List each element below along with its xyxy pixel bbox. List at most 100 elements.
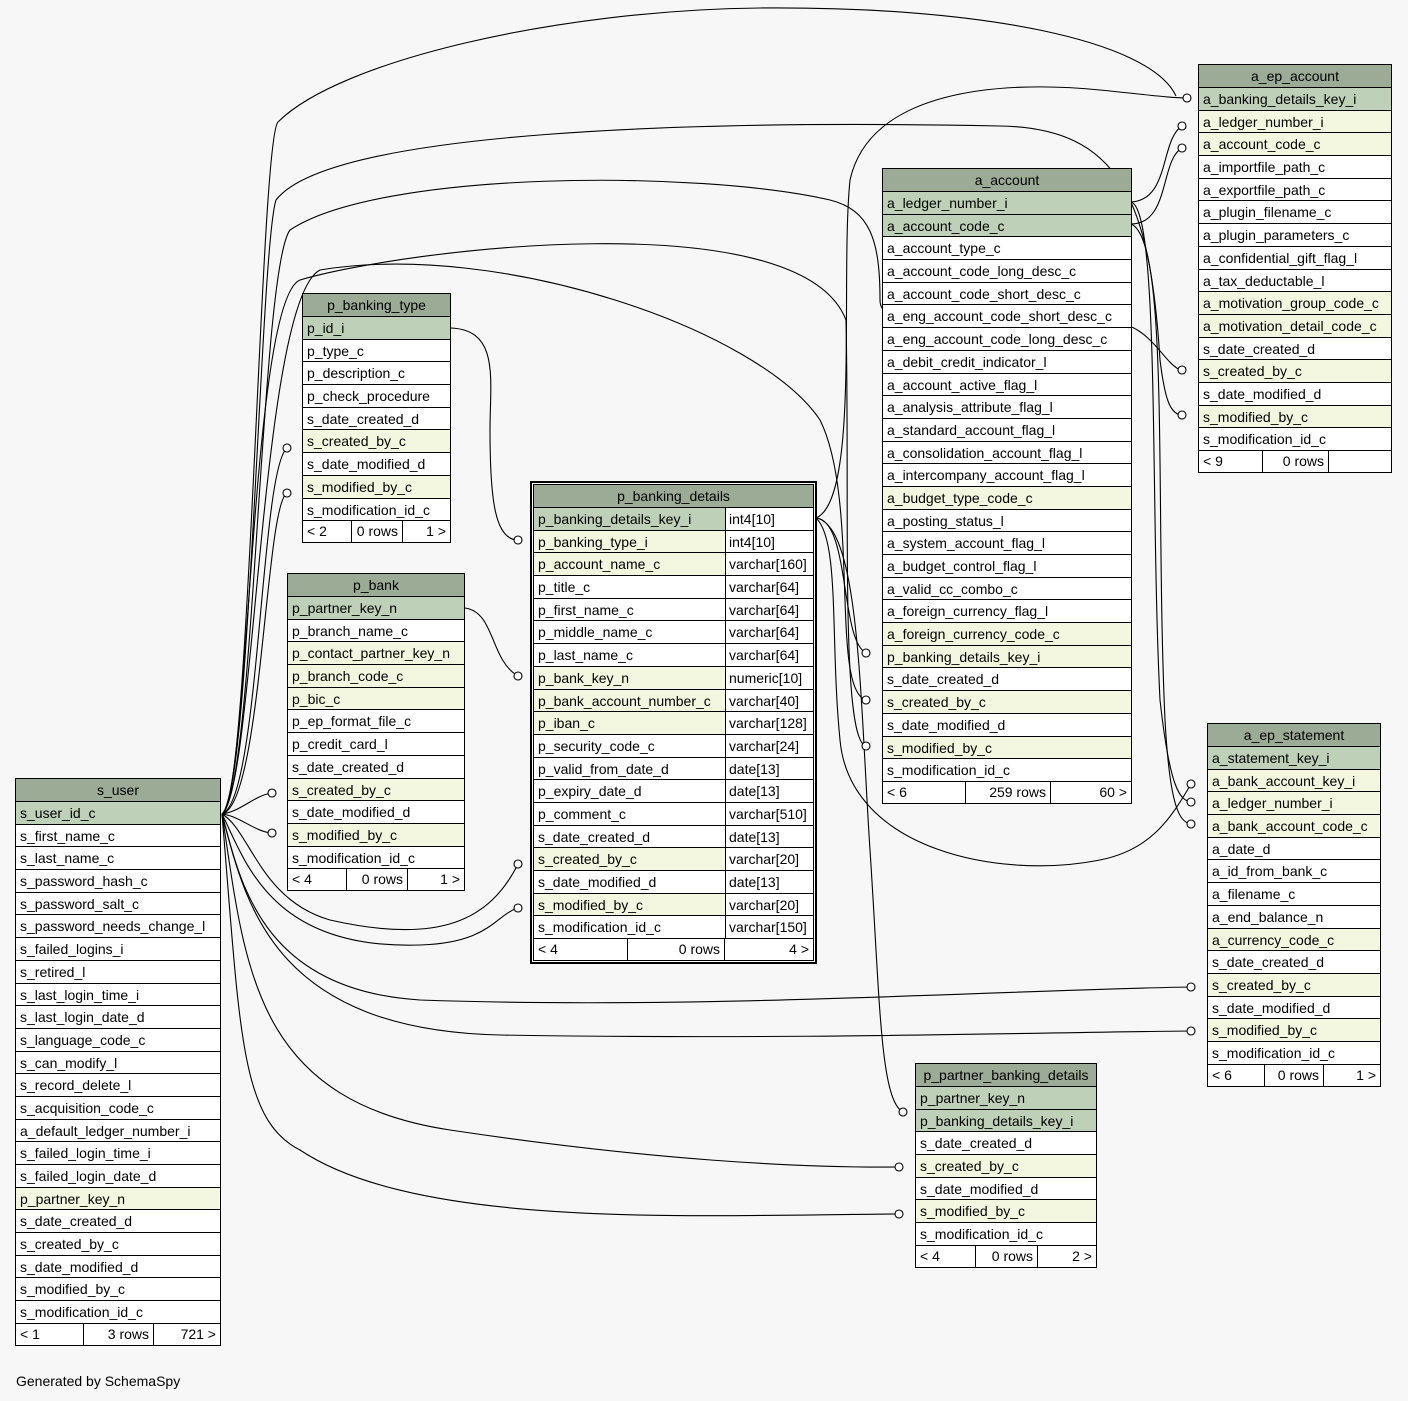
table-title[interactable]: p_banking_details xyxy=(534,485,813,508)
foreign-key-column[interactable]: s_modified_by_c xyxy=(883,736,1131,760)
foreign-key-column[interactable]: s_modified_by_c xyxy=(303,475,450,499)
children-count[interactable]: 4 > xyxy=(789,941,809,958)
foreign-key-column[interactable]: p_contact_partner_key_n xyxy=(288,642,464,666)
table-column[interactable]: s_password_hash_c xyxy=(16,870,220,893)
foreign-key-column[interactable]: a_bank_account_key_i xyxy=(1208,769,1380,793)
table-column[interactable]: s_failed_logins_i xyxy=(16,938,220,961)
foreign-key-column[interactable]: p_banking_details_key_i xyxy=(883,645,1131,669)
table-column[interactable]: a_plugin_filename_c xyxy=(1199,201,1391,225)
table-column[interactable]: a_plugin_parameters_c xyxy=(1199,224,1391,247)
primary-key-column[interactable]: a_banking_details_key_i xyxy=(1199,88,1391,111)
table-column[interactable]: s_can_modify_l xyxy=(16,1052,220,1075)
table-column[interactable]: s_date_created_d xyxy=(303,408,450,431)
table-column[interactable]: s_modified_by_c xyxy=(16,1278,220,1302)
table-column[interactable]: s_date_created_d xyxy=(916,1132,1096,1156)
foreign-key-column[interactable]: a_ledger_number_i xyxy=(1208,792,1380,816)
foreign-key-column[interactable]: a_budget_type_code_c xyxy=(883,486,1131,510)
table-column[interactable]: s_password_salt_c xyxy=(16,893,220,916)
table-column[interactable]: s_modification_id_c xyxy=(1199,428,1391,451)
table-column[interactable]: a_filename_c xyxy=(1208,883,1380,906)
parents-count[interactable]: < 9 xyxy=(1199,451,1263,472)
foreign-key-column[interactable]: p_partner_key_n xyxy=(16,1187,220,1211)
table-column[interactable]: a_intercompany_account_flag_l xyxy=(883,464,1131,487)
foreign-key-column[interactable]: a_motivation_detail_code_c xyxy=(1199,314,1391,338)
table-column[interactable]: s_modification_id_c xyxy=(288,847,464,870)
parents-count[interactable]: < 4 xyxy=(534,939,628,961)
table-column[interactable]: s_first_name_c xyxy=(16,825,220,848)
table-column[interactable]: s_modification_id_c xyxy=(303,499,450,522)
table-column[interactable]: a_posting_status_l xyxy=(883,510,1131,533)
table-column[interactable]: s_language_code_c xyxy=(16,1029,220,1052)
parents-count[interactable]: < 2 xyxy=(303,521,352,543)
table-column[interactable]: a_eng_account_code_short_desc_c xyxy=(883,305,1131,329)
table-column[interactable]: a_id_from_bank_c xyxy=(1208,860,1380,884)
parents-count[interactable]: < 6 xyxy=(883,781,966,803)
foreign-key-column[interactable]: s_created_by_c xyxy=(288,778,464,802)
table-column[interactable]: s_last_login_date_d xyxy=(16,1006,220,1029)
foreign-key-column[interactable]: s_created_by_c xyxy=(883,691,1131,714)
table-column[interactable]: s_modification_id_c xyxy=(916,1223,1096,1246)
table-column[interactable]: s_date_created_d xyxy=(16,1210,220,1234)
table-column[interactable]: s_last_name_c xyxy=(16,847,220,871)
table-column[interactable]: s_date_created_d xyxy=(1199,338,1391,361)
table-column[interactable]: a_budget_control_flag_l xyxy=(883,555,1131,578)
table-column[interactable]: s_last_login_time_i xyxy=(16,984,220,1007)
table-column[interactable]: s_date_modified_d xyxy=(883,714,1131,737)
table-column[interactable]: s_date_created_d xyxy=(288,756,464,779)
table-column[interactable]: s_date_created_d xyxy=(883,668,1131,692)
children-count[interactable] xyxy=(1329,451,1391,472)
table-title[interactable]: p_banking_type xyxy=(303,294,450,317)
parents-count[interactable]: < 4 xyxy=(288,869,347,891)
table-title[interactable]: a_account xyxy=(883,169,1131,192)
children-count[interactable]: 60 > xyxy=(1099,783,1127,800)
table-title[interactable]: p_partner_banking_details xyxy=(916,1064,1096,1087)
table-column[interactable]: s_created_by_c xyxy=(16,1233,220,1256)
table-column[interactable]: a_consolidation_account_flag_l xyxy=(883,442,1131,465)
foreign-key-column[interactable]: a_account_code_c xyxy=(1199,133,1391,157)
parents-count[interactable]: < 1 xyxy=(16,1323,84,1345)
table-title[interactable]: p_bank xyxy=(288,574,464,597)
foreign-key-column[interactable]: s_created_by_c xyxy=(1208,973,1380,997)
table-column[interactable]: s_record_delete_l xyxy=(16,1074,220,1097)
table-column[interactable]: s_password_needs_change_l xyxy=(16,915,220,939)
foreign-key-column[interactable]: s_modified_by_c xyxy=(916,1200,1096,1224)
table-column[interactable]: p_description_c xyxy=(303,362,450,386)
foreign-key-column[interactable]: s_created_by_c xyxy=(303,430,450,454)
table-title[interactable]: a_ep_statement xyxy=(1208,724,1380,747)
table-column[interactable]: s_acquisition_code_c xyxy=(16,1097,220,1120)
primary-key-column[interactable]: s_user_id_c xyxy=(16,802,220,825)
table-column[interactable]: p_type_c xyxy=(303,340,450,363)
table-column[interactable]: s_date_modified_d xyxy=(288,801,464,824)
foreign-key-column[interactable]: s_modified_by_c xyxy=(288,823,464,847)
foreign-key-column[interactable]: s_modified_by_c xyxy=(1208,1019,1380,1042)
primary-key-column[interactable]: p_partner_key_n xyxy=(288,597,464,620)
primary-key-column[interactable]: a_ledger_number_i xyxy=(883,192,1131,215)
children-count[interactable]: 1 > xyxy=(426,523,446,540)
foreign-key-column[interactable]: a_bank_account_code_c xyxy=(1208,815,1380,838)
table-column[interactable]: a_importfile_path_c xyxy=(1199,156,1391,179)
table-column[interactable]: a_account_code_short_desc_c xyxy=(883,283,1131,306)
foreign-key-column[interactable]: s_created_by_c xyxy=(1199,360,1391,383)
table-column[interactable]: s_date_modified_d xyxy=(1208,997,1380,1020)
primary-key-column[interactable]: p_banking_details_key_i xyxy=(916,1109,1096,1133)
table-column[interactable]: a_tax_deductable_l xyxy=(1199,270,1391,293)
table-column[interactable]: a_system_account_flag_l xyxy=(883,532,1131,555)
table-column[interactable]: a_debit_credit_indicator_l xyxy=(883,351,1131,374)
